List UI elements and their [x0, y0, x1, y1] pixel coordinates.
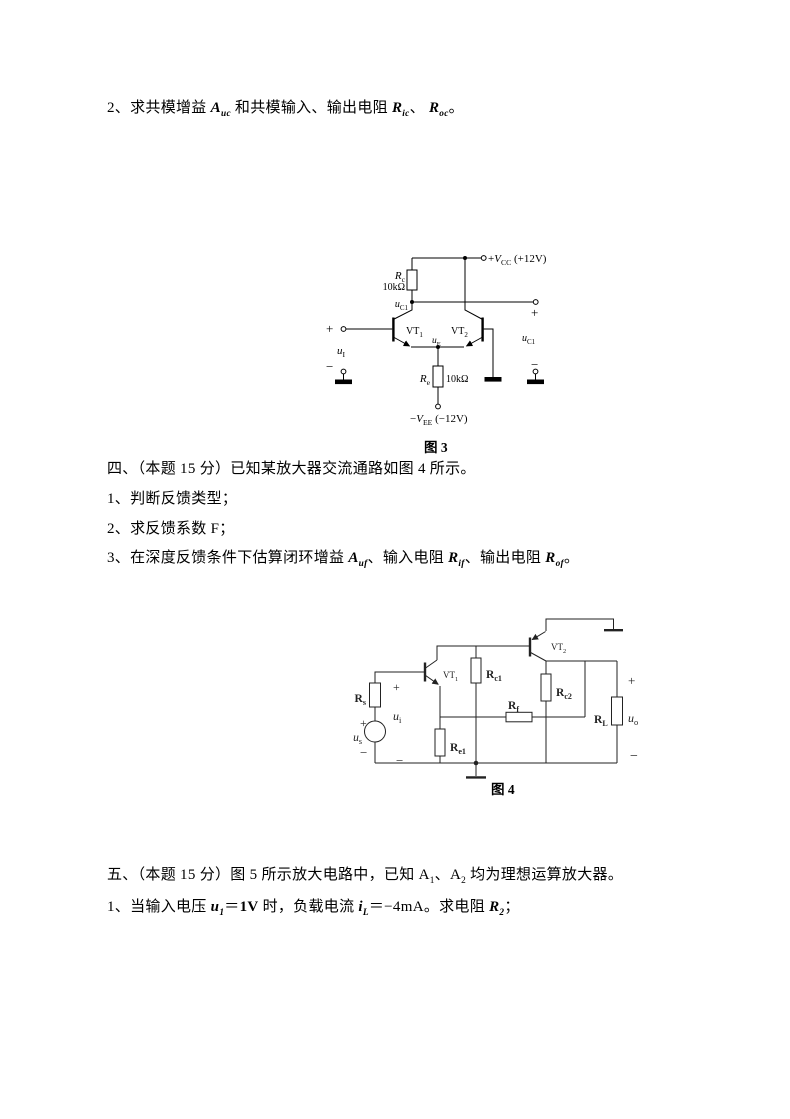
fig3-rc-name-label: Rc​ — [394, 270, 406, 284]
fig3-ui-label: uI​ — [337, 345, 346, 359]
fig4-rs-label: Rs​ — [355, 693, 366, 707]
fig4-rl-label: RL​ — [594, 714, 608, 728]
fig3-input-minus-sign: − — [326, 359, 333, 374]
figure3-differential-amplifier-circuit: +VCC​ (+12V) Rc​ 10kΩ uC1​ VT1​ VT2​ uE​… — [326, 253, 547, 427]
fig3-junction-dot — [463, 256, 467, 260]
fig3-output-uc1-label: uC1​ — [522, 333, 536, 346]
section4-heading: 四、（本题 15 分）已知某放大器交流通路如图 4 所示。 — [107, 461, 476, 477]
fig3-labels: +VCC​ (+12V) Rc​ 10kΩ uC1​ VT1​ VT2​ uE​… — [326, 253, 547, 427]
fig4-vt1-emitter-arrow — [425, 675, 439, 685]
figure4-feedback-amplifier-circuit: Rs​ + us​ − + ui​ − VT1​ Rc1​ VT2​ Rc2​ … — [353, 618, 638, 779]
fig3-resistor-re — [432, 365, 444, 388]
fig3-resistor-rc — [406, 269, 418, 291]
fig4-components — [364, 657, 623, 757]
fig4-rf-label: Rf​ — [508, 700, 519, 714]
fig4-input-plus-sign: + — [393, 680, 400, 694]
fig3-input-plus-terminal — [340, 326, 347, 332]
fig4-output-plus-sign: + — [628, 673, 635, 688]
fig4-resistor-rl — [611, 696, 623, 726]
fig3-vee-terminal — [435, 403, 441, 410]
fig4-resistor-re1 — [434, 728, 446, 757]
fig3-uc1-node-label: uC1​ — [395, 299, 409, 312]
fig3-vcc-label: +VCC​ (+12V) — [488, 253, 547, 267]
section4-item3: 3、在深度反馈条件下估算闭环增益 Auf、输入电阻 Rif、输出电阻 Rof。 — [107, 550, 580, 569]
fig3-re-name-label: Re​ — [419, 373, 431, 387]
fig4-re1-label: Re1​ — [450, 742, 466, 756]
fig3-input-minus-terminal — [340, 368, 347, 375]
fig3-uc1-node-dot — [410, 300, 414, 304]
fig3-vt2-base-ground — [484, 377, 502, 382]
fig4-rc2-label: Rc2​ — [556, 687, 572, 701]
fig3-vt1-label: VT1​ — [406, 326, 423, 339]
fig3-input-ground — [335, 379, 352, 385]
fig3-output-plus-terminal — [532, 299, 539, 305]
section4-item1: 1、判断反馈类型； — [107, 491, 238, 507]
fig4-rc1-label: Rc1​ — [486, 669, 502, 683]
fig3-vt2-emitter-arrow — [465, 337, 483, 347]
fig3-output-minus-sign: − — [531, 357, 538, 372]
section5-heading: 五、（本题 15 分）图 5 所示放大电路中，已知 A1、A2 均为理想运算放大… — [107, 867, 624, 886]
fig3-output-minus-terminal — [532, 368, 539, 375]
fig4-source-plus-sign: + — [360, 716, 367, 730]
fig3-vee-label: −VEE​ (−12V) — [410, 413, 468, 427]
fig3-vt2-label: VT2​ — [451, 326, 468, 339]
fig4-uo-label: uo​ — [628, 711, 638, 727]
section5-item1: 1、当输入电压 u1＝1V 时，负载电流 iL＝−4mA。求电阻 R2； — [107, 899, 520, 918]
fig3-re-value-label: 10kΩ — [446, 374, 468, 385]
fig4-us-label: us​ — [353, 732, 362, 746]
fig3-junctions-grounds — [335, 256, 544, 385]
fig3-vt1-emitter-arrow — [393, 337, 411, 347]
fig3-output-plus-sign: + — [531, 305, 538, 320]
fig4-vt1-label: VT1​ — [443, 670, 458, 683]
fig4-vt2-emitter-arrow — [531, 631, 546, 641]
fig4-vt2-label: VT2​ — [551, 642, 566, 655]
figure4-caption: 图 4 — [491, 782, 515, 797]
fig4-labels: Rs​ + us​ − + ui​ − VT1​ Rc1​ VT2​ Rc2​ … — [353, 642, 638, 768]
fig4-resistor-rc2 — [540, 673, 552, 702]
section4-item2: 2、求反馈系数 F； — [107, 521, 235, 537]
fig3-components — [340, 255, 539, 410]
fig4-resistor-rs — [369, 682, 381, 708]
fig3-output-ground — [527, 379, 544, 385]
fig4-input-minus-sign: − — [396, 753, 403, 768]
fig3-rc-value-label: 10kΩ — [383, 282, 405, 293]
question2-common-mode-line: 2、求共模增益 Auc 和共模输入、输出电阻 Ric、 Roc。 — [107, 100, 464, 119]
fig4-source-minus-sign: − — [360, 745, 367, 760]
fig3-ue-node-dot — [436, 345, 440, 349]
fig4-source-us — [364, 720, 386, 743]
fig3-input-plus-sign: + — [326, 321, 333, 336]
fig3-ue-label: uE​ — [432, 336, 441, 348]
fig4-ground-junction-dot — [473, 760, 479, 766]
fig4-ui-label: ui​ — [393, 709, 402, 725]
figure3-caption: 图 3 — [424, 440, 448, 455]
fig4-output-minus-sign: − — [630, 749, 638, 764]
fig3-vcc-terminal — [480, 255, 487, 261]
fig4-resistor-rf — [505, 711, 533, 723]
fig4-wires — [374, 618, 623, 779]
fig4-resistor-rc1 — [470, 657, 482, 684]
